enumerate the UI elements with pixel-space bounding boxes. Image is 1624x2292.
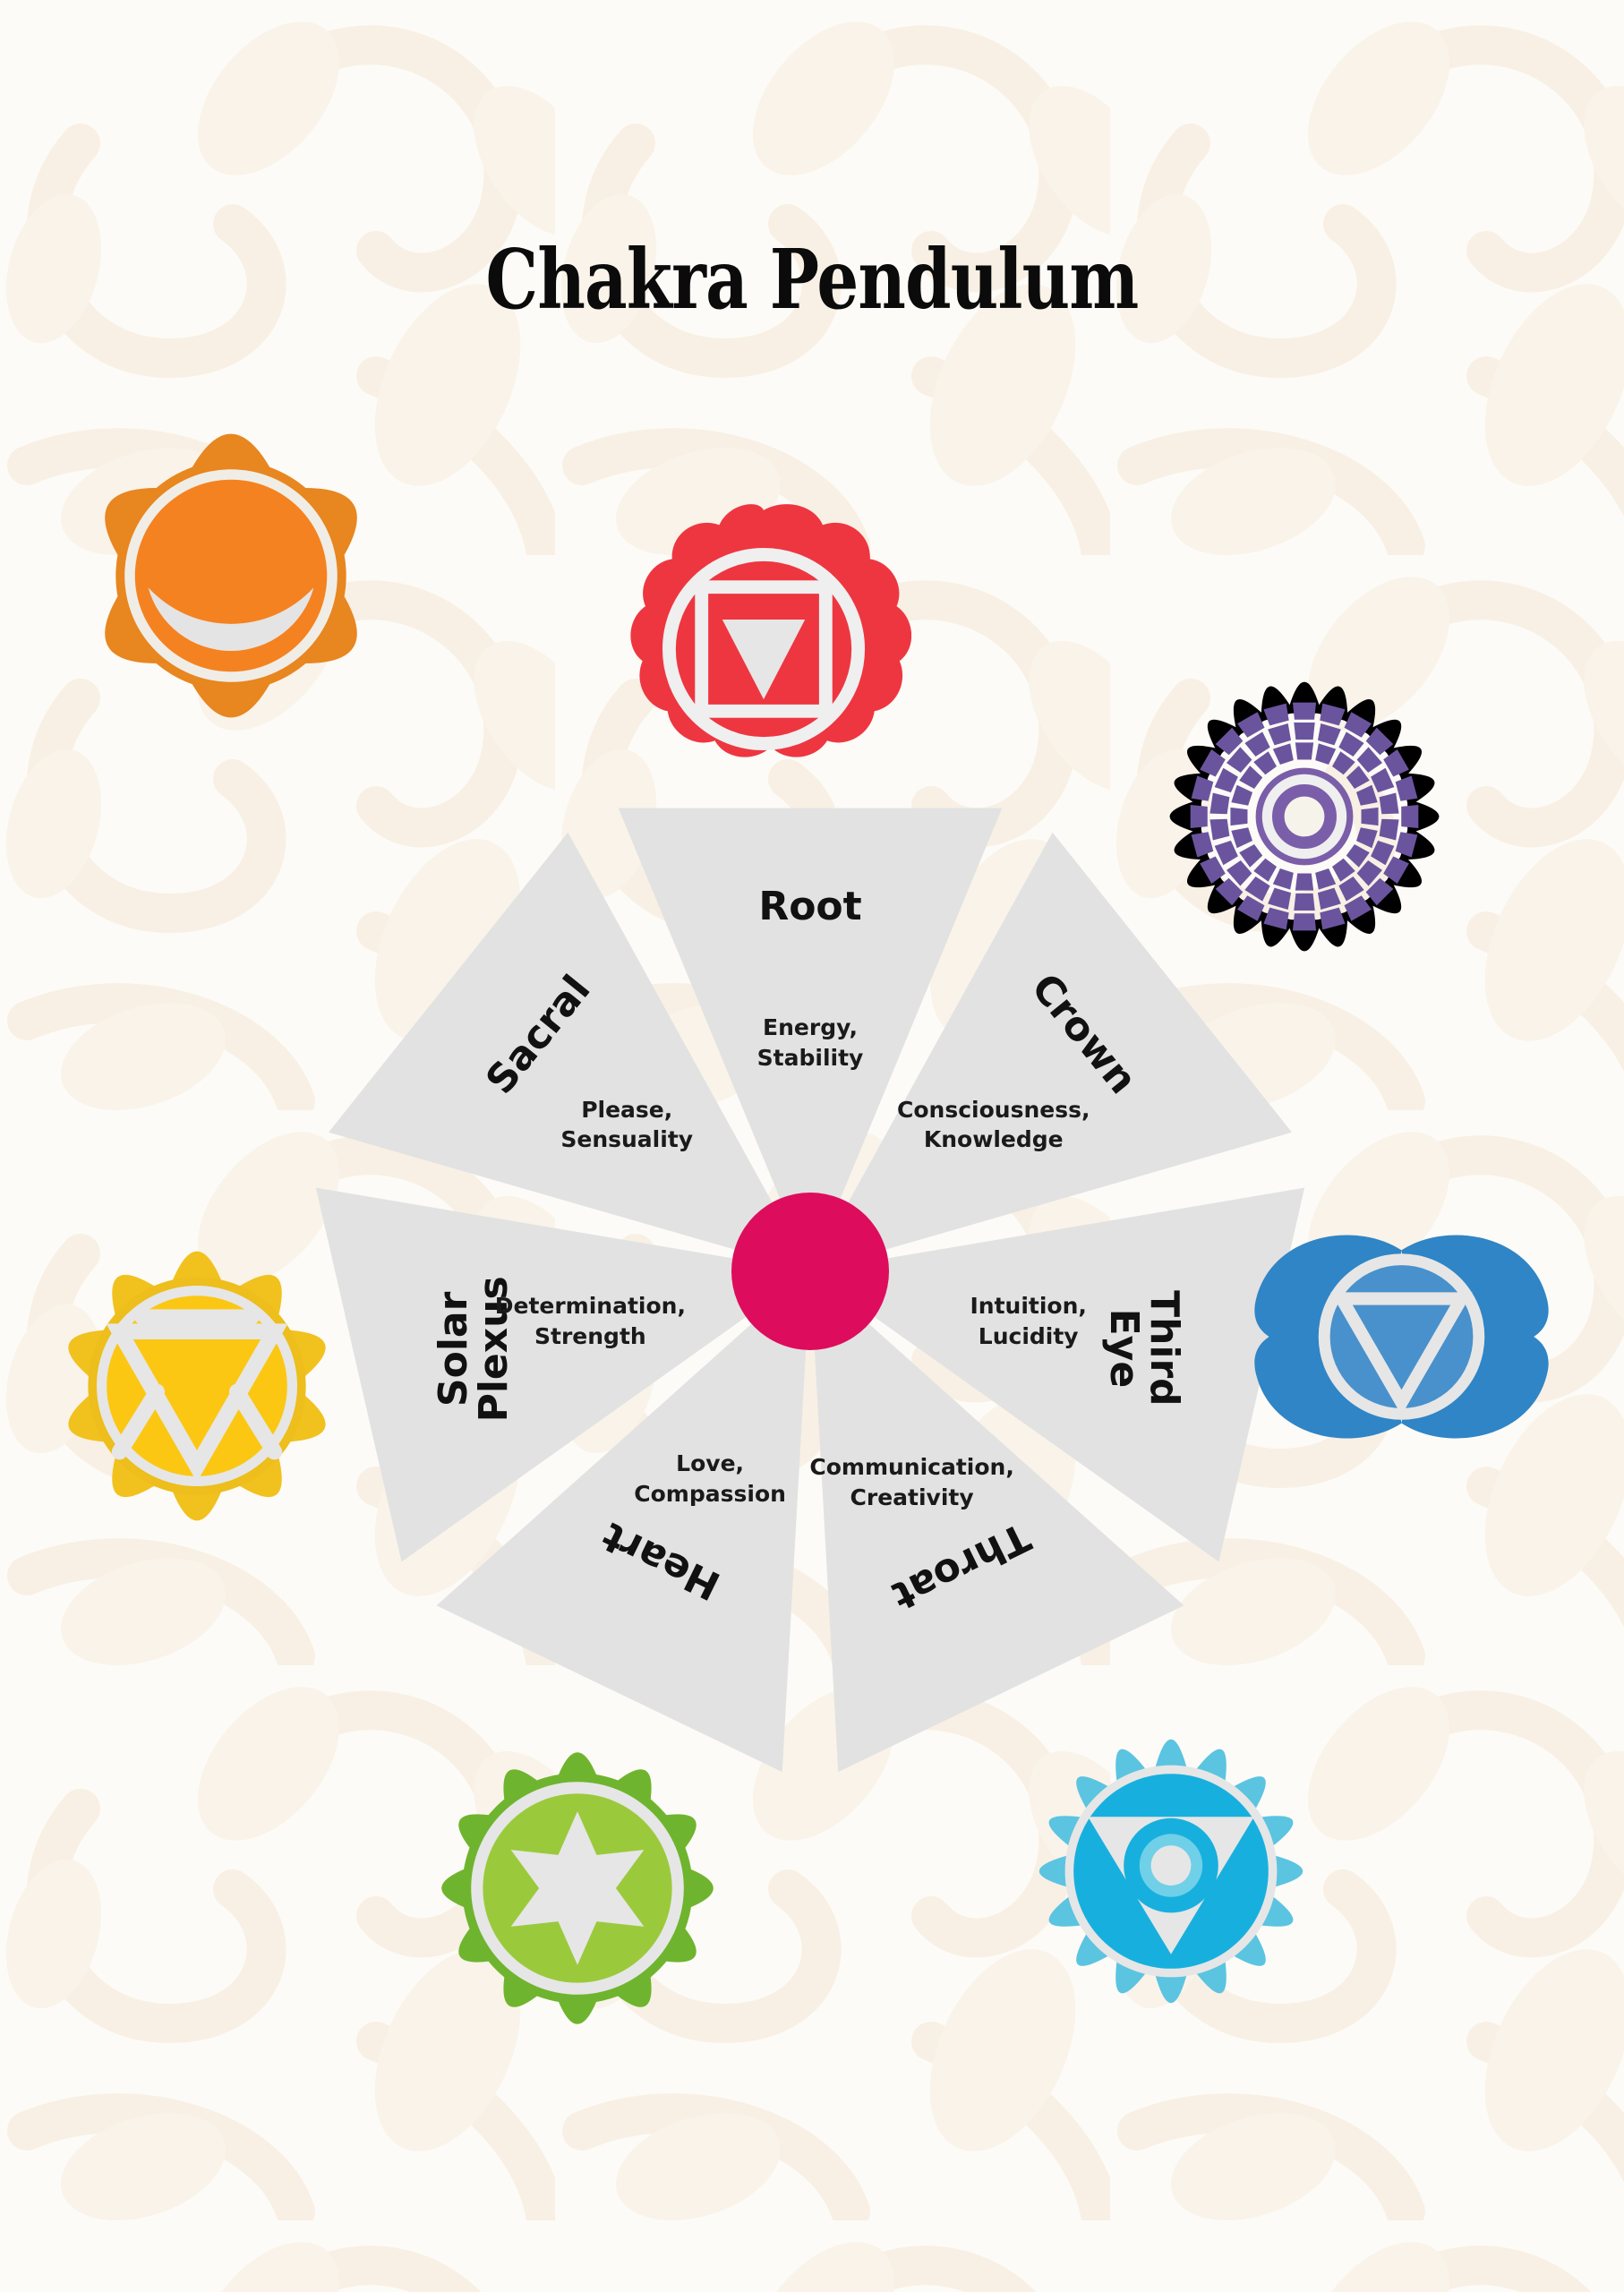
chakra-keywords-label: Intuition, Lucidity — [970, 1292, 1087, 1349]
third-eye-chakra-icon — [1254, 1235, 1549, 1439]
root-chakra-icon — [630, 504, 911, 757]
page-title: Chakra Pendulum — [485, 231, 1140, 328]
chakra-keywords-label: Energy, Stability — [756, 1014, 864, 1071]
chakra-wedge[interactable] — [436, 1295, 808, 1773]
chakra-wedge[interactable] — [812, 1295, 1184, 1773]
chakra-keywords-label: Communication, Creativity — [809, 1454, 1014, 1510]
chakra-wedge[interactable] — [315, 1187, 782, 1562]
center-hub — [731, 1193, 889, 1350]
sacral-chakra-icon — [105, 433, 357, 718]
chakra-wedge[interactable] — [827, 832, 1293, 1261]
chakra-wedge[interactable] — [618, 808, 1003, 1239]
solar-plexus-chakra-icon — [68, 1251, 326, 1521]
chakra-name-label: Root — [758, 884, 862, 929]
wedge-group — [315, 808, 1305, 1773]
throat-chakra-icon — [1039, 1739, 1303, 2004]
chakra-keywords-label: Determination, Strength — [494, 1293, 686, 1349]
chakra-keywords-label: Please, Sensuality — [560, 1096, 694, 1153]
crown-chakra-icon — [1169, 681, 1440, 952]
chakra-keywords-label: Love, Compassion — [634, 1450, 786, 1508]
chakra-wedge[interactable] — [328, 832, 793, 1261]
chakra-keywords-label: Consciousness, Knowledge — [897, 1096, 1090, 1153]
heart-chakra-icon — [441, 1752, 714, 2024]
chakra-wedge[interactable] — [839, 1187, 1305, 1562]
